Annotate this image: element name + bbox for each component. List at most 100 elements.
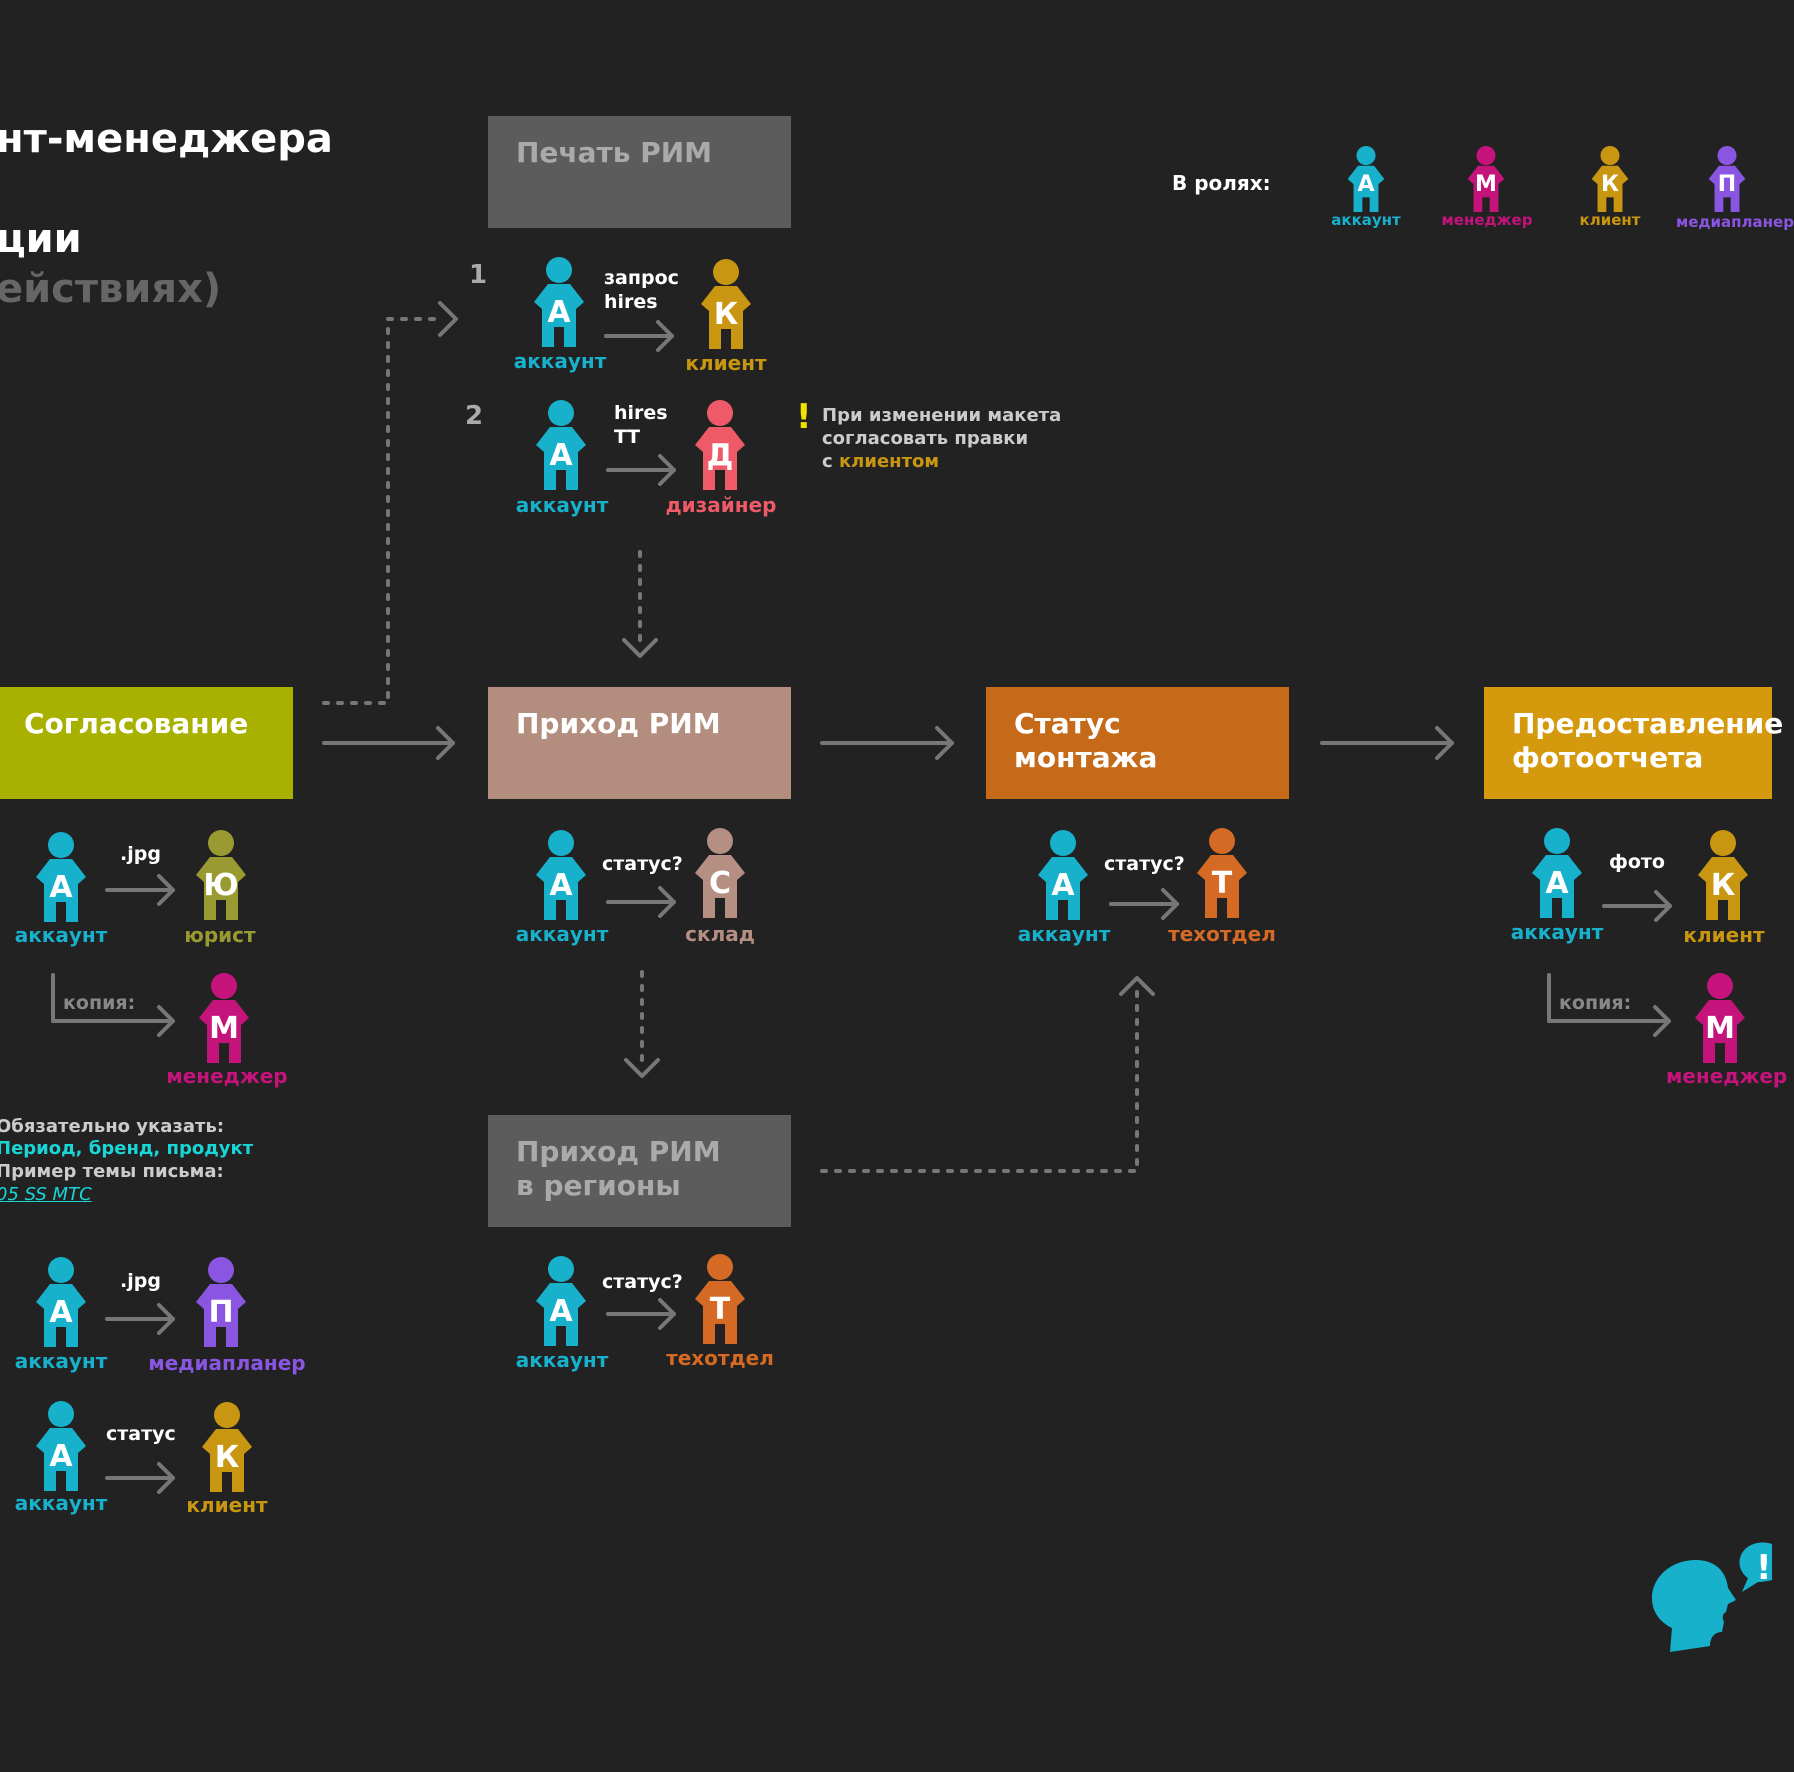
warning-note-line1: При изменении макета xyxy=(822,405,1062,426)
photo-account-icon: А xyxy=(1527,828,1587,918)
legend-planner-label: медиапланер xyxy=(1676,213,1794,231)
regions-account-letter: А xyxy=(549,1294,573,1329)
box-arrival: Приход РИМ xyxy=(488,687,791,799)
print1-account-label: аккаунт xyxy=(513,349,607,373)
photo-client-label: клиент xyxy=(1683,923,1765,947)
approval-lawyer-letter: Ю xyxy=(203,868,239,903)
approval3-action-status: статус xyxy=(106,1423,176,1445)
photo-account-label: аккаунт xyxy=(1510,920,1604,944)
page-title-line2: ции xyxy=(0,216,82,262)
regions-tech-letter: Т xyxy=(709,1292,731,1327)
print1-client-letter: К xyxy=(713,297,739,332)
approval-lawyer-label: юрист xyxy=(184,923,256,947)
legend-client-label: клиент xyxy=(1579,211,1641,229)
legend-manager-label: менеджер xyxy=(1441,211,1533,229)
approval2-account-letter: А xyxy=(49,1295,73,1330)
approval-account-icon: А xyxy=(31,832,91,922)
approval-manager-label: менеджер xyxy=(166,1064,288,1088)
legend-account-label: аккаунт xyxy=(1331,211,1401,229)
print1-account-letter: А xyxy=(547,295,571,330)
install-action-status: статус? xyxy=(1104,853,1185,875)
legend-account-letter: А xyxy=(1357,172,1375,197)
step-number-1: 1 xyxy=(469,260,488,290)
warning-note-line2: согласовать правки xyxy=(822,428,1029,449)
print1-client-icon: К xyxy=(696,259,756,349)
box-photo-report-line2: фотоотчета xyxy=(1512,741,1704,774)
approval2-account-icon: А xyxy=(31,1257,91,1347)
arrival-account-icon: А xyxy=(531,830,591,920)
install-account-letter: А xyxy=(1051,868,1075,903)
print2-action-line1: hires xyxy=(614,402,668,424)
approval3-account-icon: А xyxy=(31,1401,91,1491)
print2-designer-letter: Д xyxy=(706,438,734,473)
approval2-account-label: аккаунт xyxy=(14,1349,108,1373)
approval2-planner-icon: П xyxy=(191,1257,251,1347)
photo-manager-icon: М xyxy=(1690,973,1750,1063)
approval-copy-label: копия: xyxy=(63,992,136,1014)
install-account-label: аккаунт xyxy=(1017,922,1111,946)
print1-action-line1: запрос xyxy=(604,267,679,289)
photo-copy-label: копия: xyxy=(1559,992,1632,1014)
approval-action-jpg: .jpg xyxy=(120,843,161,865)
approval-manager-letter: М xyxy=(209,1011,239,1046)
approval-note-line1: Обязательно указать: xyxy=(0,1116,225,1137)
regions-action-status: статус? xyxy=(602,1271,683,1293)
box-approval: Согласование xyxy=(0,687,293,799)
arrival-account-letter: А xyxy=(549,868,573,903)
warning-note-client: клиентом xyxy=(838,451,940,472)
warning-note-line3: с клиентом xyxy=(822,450,939,473)
box-install-status: Статус монтажа xyxy=(986,687,1289,799)
print2-account-letter: А xyxy=(549,438,573,473)
approval-account-letter: А xyxy=(49,870,73,905)
approval3-client-letter: К xyxy=(214,1440,240,1475)
box-print: Печать РИМ xyxy=(488,116,791,228)
approval-note-line2: Период, бренд, продукт xyxy=(0,1138,254,1159)
print2-action-line2: ТТ xyxy=(614,426,640,448)
approval3-client-label: клиент xyxy=(186,1493,268,1517)
print1-client-label: клиент xyxy=(685,351,767,375)
approval-note-line4: 05 SS МТС xyxy=(0,1184,92,1205)
warning-note-prefix: с xyxy=(822,451,839,472)
approval2-planner-label: медиапланер xyxy=(148,1351,306,1375)
approval-account-label: аккаунт xyxy=(14,923,108,947)
approval3-account-label: аккаунт xyxy=(14,1491,108,1515)
legend-planner-letter: П xyxy=(1717,172,1737,197)
print1-account-icon: А xyxy=(529,257,589,347)
legend-planner-icon: П xyxy=(1705,146,1749,212)
box-regions-line1: Приход РИМ xyxy=(516,1135,721,1168)
print2-designer-icon: Д xyxy=(690,400,750,490)
regions-account-label: аккаунт xyxy=(515,1348,609,1372)
step-number-2: 2 xyxy=(465,401,484,431)
print2-account-label: аккаунт xyxy=(515,493,609,517)
approval3-account-letter: А xyxy=(49,1439,73,1474)
photo-manager-letter: М xyxy=(1705,1011,1735,1046)
arrival-action-status: статус? xyxy=(602,853,683,875)
approval-manager-icon: М xyxy=(194,973,254,1063)
photo-account-letter: А xyxy=(1545,866,1569,901)
approval-lawyer-icon: Ю xyxy=(191,830,251,920)
arrival-warehouse-icon: С xyxy=(690,828,750,918)
approval2-action-jpg: .jpg xyxy=(120,1270,161,1292)
box-regions-line2: в регионы xyxy=(516,1169,681,1202)
print2-designer-label: дизайнер xyxy=(665,493,777,517)
approval-note-line3: Пример темы письма: xyxy=(0,1161,224,1182)
speaking-head-mark: ! xyxy=(1756,1548,1772,1588)
legend-client-letter: К xyxy=(1601,172,1619,197)
legend-client-icon: К xyxy=(1588,146,1632,212)
legend-manager-icon: М xyxy=(1464,146,1508,212)
arrival-warehouse-letter: С xyxy=(708,866,732,901)
approval3-client-icon: К xyxy=(197,1402,257,1492)
legend-manager-letter: М xyxy=(1475,172,1497,197)
box-photo-report-line1: Предоставление xyxy=(1512,707,1784,740)
legend-account-icon: А xyxy=(1344,146,1388,212)
warning-icon: ! xyxy=(796,397,812,437)
legend-label: В ролях: xyxy=(1172,171,1271,195)
print2-account-icon: А xyxy=(531,400,591,490)
regions-tech-label: техотдел xyxy=(666,1346,774,1370)
print1-action-line2: hires xyxy=(604,291,658,313)
speaking-head-logo-icon xyxy=(1652,1542,1772,1652)
box-photo-report: Предоставление фотоотчета xyxy=(1484,687,1784,799)
regions-account-icon: А xyxy=(531,1256,591,1346)
install-account-icon: А xyxy=(1033,830,1093,920)
